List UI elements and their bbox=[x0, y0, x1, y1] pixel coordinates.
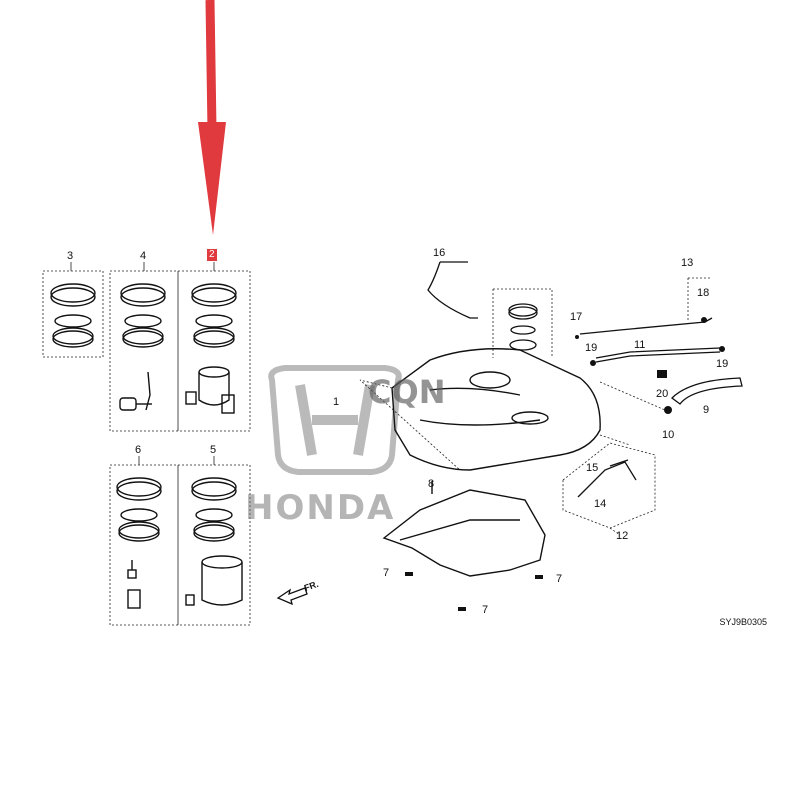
callout-10: 10 bbox=[662, 429, 675, 441]
pipe-15 bbox=[577, 459, 637, 498]
callout-11: 11 bbox=[634, 339, 646, 351]
pipe-11 bbox=[595, 347, 721, 363]
kit-5-parts bbox=[185, 477, 243, 606]
callout-8: 8 bbox=[428, 478, 435, 490]
callout-20: 20 bbox=[656, 388, 669, 400]
harness-16 bbox=[427, 261, 478, 319]
callout-18: 18 bbox=[697, 287, 710, 299]
callout-15: 15 bbox=[586, 462, 599, 474]
callout-13: 13 bbox=[681, 257, 694, 269]
front-arrow bbox=[276, 587, 308, 606]
kit-4-parts bbox=[119, 283, 166, 411]
pipe-13 bbox=[579, 317, 713, 335]
kit-6-parts bbox=[116, 477, 162, 609]
hose-9 bbox=[671, 377, 743, 405]
diagram-code: SYJ9B0305 bbox=[719, 617, 767, 627]
kit-box-12 bbox=[562, 442, 656, 536]
callout-7c: 7 bbox=[482, 604, 489, 616]
kit-3-parts bbox=[50, 283, 96, 348]
callout-14: 14 bbox=[594, 498, 607, 510]
clips bbox=[575, 317, 725, 414]
tank-sender-ring bbox=[508, 303, 538, 351]
callout-1: 1 bbox=[333, 396, 340, 408]
callout-6: 6 bbox=[135, 444, 142, 456]
callout-19a: 19 bbox=[585, 342, 598, 354]
callout-7b: 7 bbox=[556, 573, 563, 585]
fuel-tank bbox=[391, 348, 601, 471]
callout-2-highlighted: 2 bbox=[207, 249, 217, 261]
cqn-watermark: CQN bbox=[368, 373, 446, 411]
callout-7a: 7 bbox=[383, 567, 390, 579]
kit-box-3 bbox=[42, 270, 104, 358]
callout-16: 16 bbox=[433, 247, 446, 259]
callout-19b: 19 bbox=[716, 358, 729, 370]
honda-wordmark-watermark: HONDA bbox=[245, 488, 396, 528]
red-pointer-arrow bbox=[198, 0, 226, 235]
callout-4: 4 bbox=[140, 250, 147, 262]
tank-protector-8 bbox=[382, 481, 546, 577]
honda-logo-watermark bbox=[268, 365, 402, 475]
callout-12: 12 bbox=[616, 530, 629, 542]
kit-box-6 bbox=[109, 464, 179, 626]
callout-5: 5 bbox=[210, 444, 217, 456]
kit-2-parts bbox=[185, 283, 237, 414]
callout-9: 9 bbox=[703, 404, 710, 416]
callout-3: 3 bbox=[67, 250, 74, 262]
kit-box-2 bbox=[177, 270, 251, 432]
callout-17: 17 bbox=[570, 311, 583, 323]
screws-7 bbox=[405, 572, 543, 611]
